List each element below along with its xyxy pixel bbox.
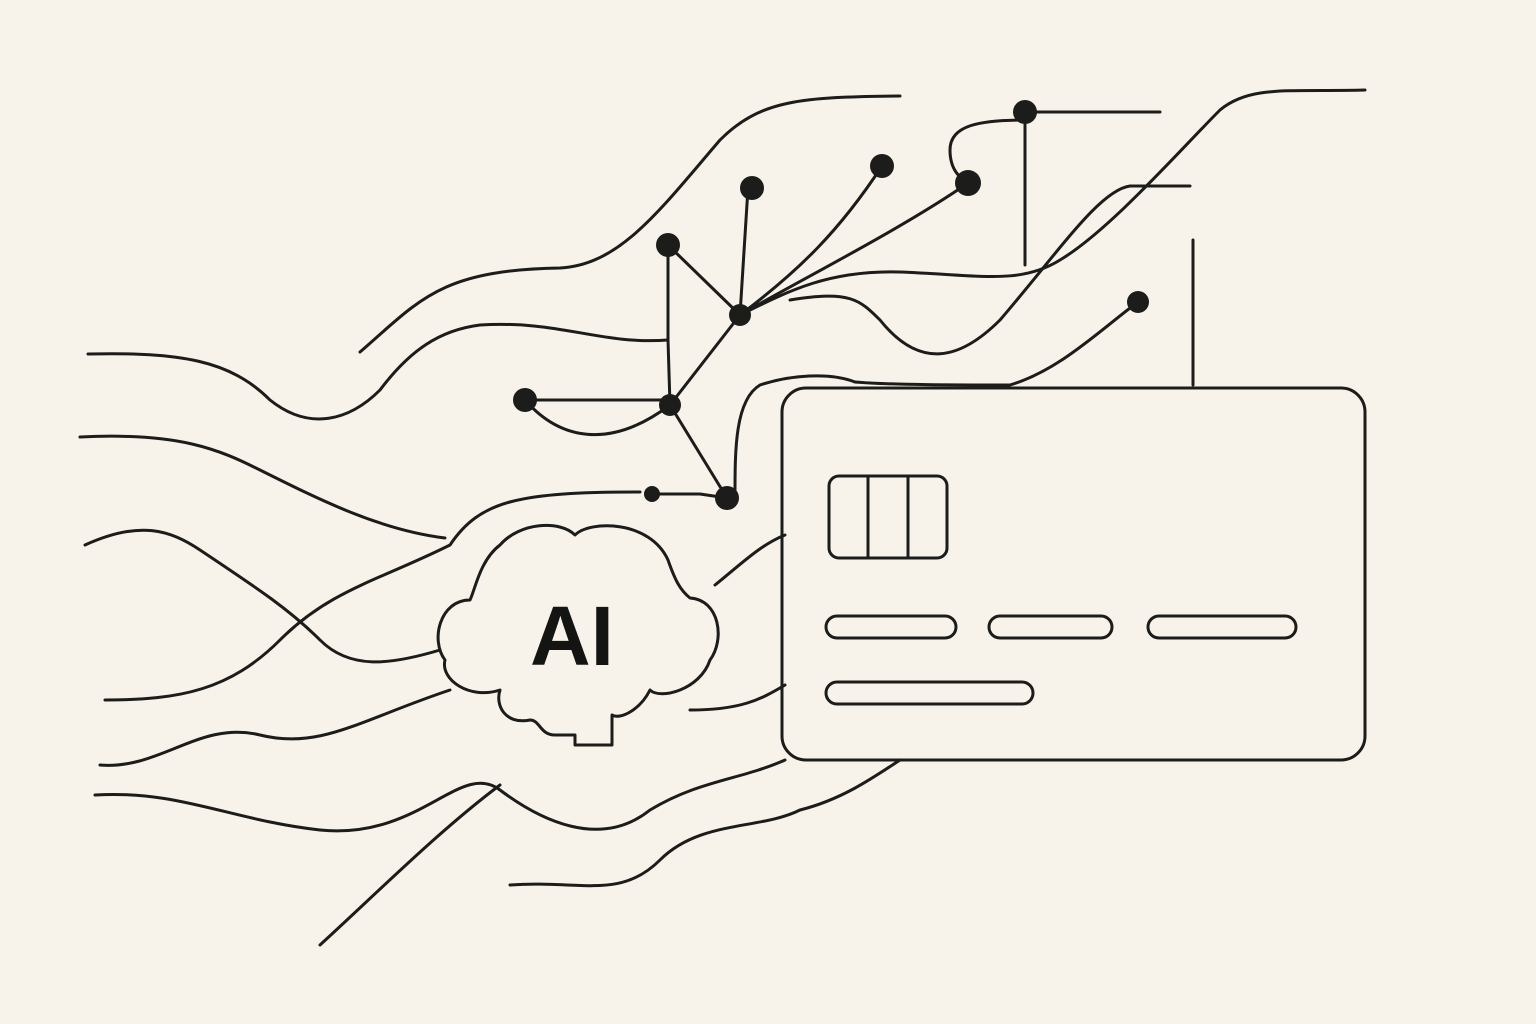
wave-line (318, 783, 502, 947)
network-node (955, 170, 981, 196)
wave-line (738, 88, 1367, 317)
wave-line (853, 300, 1140, 387)
wave-line (93, 758, 787, 833)
network-node (715, 486, 739, 510)
card-name-bar (824, 680, 1035, 706)
wave-line (688, 683, 787, 712)
wave-line (948, 110, 1162, 267)
network-node (1127, 291, 1149, 313)
card-chip (827, 474, 949, 560)
ai-label: AI (530, 589, 614, 683)
wave-line (358, 94, 902, 354)
wave-line (78, 434, 447, 540)
network-node (1013, 100, 1037, 124)
card-number-group (824, 614, 958, 640)
network-node (740, 176, 764, 200)
wave-line (98, 688, 452, 767)
network-node (644, 486, 660, 502)
credit-card (780, 386, 1367, 762)
wave-line (103, 490, 642, 702)
wave-line (508, 758, 902, 888)
wave-lines (78, 88, 1367, 947)
network-node (729, 304, 751, 326)
cloud-shape (436, 523, 720, 747)
wave-line (788, 184, 1192, 356)
network-node (870, 154, 894, 178)
network-node (656, 233, 680, 257)
network-node (513, 388, 537, 412)
network-edge (523, 164, 970, 500)
network-node (659, 394, 681, 416)
card-number-group (1146, 614, 1298, 640)
card-body (780, 386, 1367, 762)
wave-line (733, 374, 857, 497)
wave-line (86, 322, 670, 421)
wave-line (713, 533, 787, 587)
network-graph (513, 100, 1149, 510)
ai-cloud: AI (436, 523, 720, 747)
wave-line (83, 528, 442, 664)
card-number-group (987, 614, 1114, 640)
